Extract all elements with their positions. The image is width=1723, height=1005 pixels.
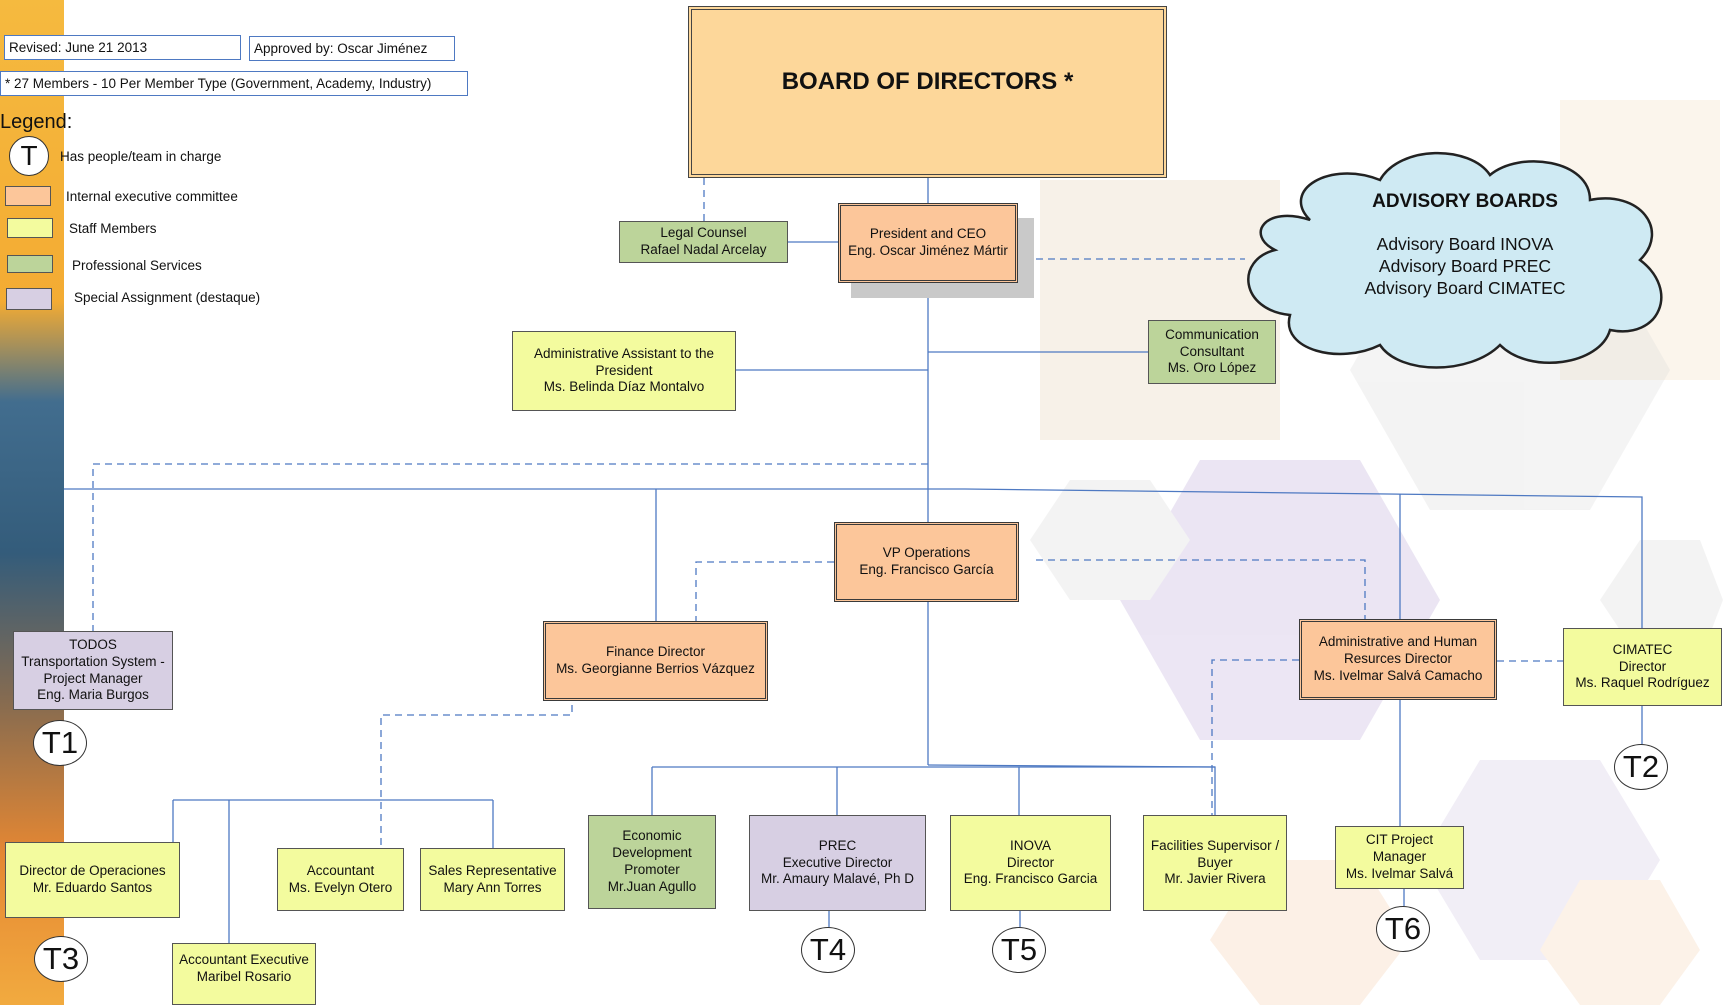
- team-marker-t4: T4: [801, 927, 855, 973]
- node-accountant: Accountant Ms. Evelyn Otero: [277, 848, 404, 911]
- comm-line2: Consultant: [1179, 343, 1245, 359]
- dir-ops-name: Mr. Eduardo Santos: [32, 880, 153, 895]
- advisory-prec: Advisory Board PREC: [1378, 255, 1552, 276]
- acct-exec-name: Maribel Rosario: [196, 968, 292, 984]
- admin-assistant-name: Ms. Belinda Díaz Montalvo: [543, 379, 705, 395]
- node-director-operaciones: Director de Operaciones Mr. Eduardo Sant…: [5, 842, 180, 918]
- legal-name: Rafael Nadal Arcelay: [640, 242, 767, 257]
- approved-by: Approved by: Oscar Jiménez: [249, 36, 455, 61]
- sales-title: Sales Representative: [428, 862, 557, 878]
- legend-label-staff: Staff Members: [69, 221, 157, 236]
- acct-exec-title: Accountant Executive: [179, 952, 309, 967]
- node-inova-director: INOVA Director Eng. Francisco Garcia: [950, 815, 1111, 911]
- legal-title: Legal Counsel: [660, 225, 747, 241]
- board-of-directors: BOARD OF DIRECTORS *: [688, 6, 1167, 178]
- node-admin-assistant: Administrative Assistant to the Presiden…: [512, 331, 736, 411]
- legend-title: Legend:: [0, 111, 73, 133]
- prec-line1: PREC: [818, 837, 857, 853]
- facilities-name: Mr. Javier Rivera: [1164, 871, 1266, 887]
- node-facilities-supervisor: Facilities Supervisor / Buyer Mr. Javier…: [1143, 815, 1287, 911]
- cimatec-line2: Director: [1618, 658, 1667, 674]
- todos-line1: TODOS: [69, 636, 117, 652]
- econ-line2: Development: [612, 845, 692, 861]
- hr-name: Ms. Ivelmar Salvá Camacho: [1313, 667, 1483, 683]
- team-marker-t1: T1: [33, 720, 87, 766]
- econ-name: Mr.Juan Agullo: [607, 878, 697, 894]
- facilities-line2: Buyer: [1197, 854, 1233, 870]
- team-marker-t5: T5: [992, 927, 1046, 973]
- cimatec-name: Ms. Raquel Rodríguez: [1575, 675, 1710, 691]
- legend-swatch-prof: [7, 255, 53, 273]
- advisory-boards-text: ADVISORY BOARDS Advisory Board INOVA Adv…: [1300, 190, 1630, 299]
- node-finance-director: Finance Director Ms. Georgianne Berrios …: [543, 621, 768, 701]
- node-cit-project-manager: CIT Project Manager Ms. Ivelmar Salvá: [1335, 826, 1464, 889]
- econ-line3: Promoter: [624, 862, 680, 877]
- legend-label-special: Special Assignment (destaque): [74, 290, 261, 305]
- vp-name: Eng. Francisco García: [859, 562, 994, 577]
- node-economic-development: Economic Development Promoter Mr.Juan Ag…: [588, 815, 716, 909]
- legend-label-team: Has people/team in charge: [60, 149, 222, 164]
- advisory-title: ADVISORY BOARDS: [1372, 191, 1558, 212]
- hr-line1: Administrative and Human: [1318, 634, 1478, 650]
- members-note: * 27 Members - 10 Per Member Type (Gover…: [0, 71, 468, 96]
- prec-line2: Executive Director: [782, 854, 893, 870]
- finance-name: Ms. Georgianne Berrios Vázquez: [556, 661, 755, 676]
- node-prec-director: PREC Executive Director Mr. Amaury Malav…: [749, 815, 926, 911]
- sales-name: Mary Ann Torres: [443, 879, 542, 895]
- node-sales-representative: Sales Representative Mary Ann Torres: [420, 848, 565, 911]
- inova-line2: Director: [1006, 854, 1055, 870]
- node-cimatec-director: CIMATEC Director Ms. Raquel Rodríguez: [1563, 628, 1722, 706]
- legend-swatch-special: [6, 288, 52, 310]
- president-name: Eng. Oscar Jiménez Mártir: [848, 243, 1008, 258]
- legend-swatch-exec: [5, 186, 51, 206]
- node-communication-consultant: Communication Consultant Ms. Oro López: [1148, 320, 1276, 384]
- revised-date: Revised: June 21 2013: [4, 35, 241, 60]
- legend-label-exec: Internal executive committee: [66, 189, 238, 204]
- cit-line2: Manager: [1372, 849, 1427, 865]
- cit-line1: CIT Project: [1365, 832, 1434, 848]
- node-vp-operations: VP Operations Eng. Francisco García: [834, 522, 1019, 602]
- node-todos: TODOS Transportation System - Project Ma…: [13, 631, 173, 710]
- advisory-cloud: [1247, 151, 1663, 369]
- team-marker-t2: T2: [1614, 744, 1668, 790]
- inova-line1: INOVA: [1009, 837, 1051, 853]
- node-accountant-executive: Accountant Executive Maribel Rosario: [172, 943, 316, 1005]
- legend-label-prof: Professional Services: [72, 258, 202, 273]
- admin-assistant-line2: President: [595, 362, 653, 378]
- comm-name: Ms. Oro López: [1167, 360, 1257, 376]
- node-legal-counsel: Legal Counsel Rafael Nadal Arcelay: [619, 221, 788, 263]
- facilities-line1: Facilities Supervisor /: [1150, 837, 1280, 853]
- cit-name: Ms. Ivelmar Salvá: [1345, 865, 1454, 881]
- todos-line3: Project Manager: [43, 670, 143, 686]
- hr-line2: Resurces Director: [1343, 651, 1453, 667]
- admin-assistant-line1: Administrative Assistant to the: [533, 345, 715, 361]
- node-hr-director: Administrative and Human Resurces Direct…: [1299, 619, 1497, 700]
- president-title: President and CEO: [869, 226, 987, 242]
- econ-line1: Economic: [622, 828, 682, 844]
- prec-name: Mr. Amaury Malavé, Ph D: [760, 871, 915, 887]
- team-marker-t6: T6: [1376, 906, 1430, 952]
- cimatec-line1: CIMATEC: [1612, 641, 1673, 657]
- comm-line1: Communication: [1165, 326, 1259, 342]
- team-marker-t3: T3: [34, 936, 88, 982]
- legend-swatch-staff: [7, 218, 53, 238]
- node-president-ceo: President and CEO Eng. Oscar Jiménez Már…: [838, 203, 1018, 283]
- accountant-name: Ms. Evelyn Otero: [288, 879, 393, 895]
- todos-name: Eng. Maria Burgos: [37, 687, 149, 703]
- legend-team-symbol: T: [9, 136, 49, 176]
- finance-title: Finance Director: [605, 644, 706, 660]
- todos-line2: Transportation System -: [21, 653, 165, 669]
- inova-name: Eng. Francisco Garcia: [963, 871, 1098, 887]
- accountant-title: Accountant: [306, 862, 375, 878]
- vp-title: VP Operations: [882, 545, 971, 561]
- advisory-cimatec: Advisory Board CIMATEC: [1364, 277, 1566, 298]
- dir-ops-title: Director de Operaciones: [19, 863, 166, 879]
- advisory-inova: Advisory Board INOVA: [1376, 233, 1554, 254]
